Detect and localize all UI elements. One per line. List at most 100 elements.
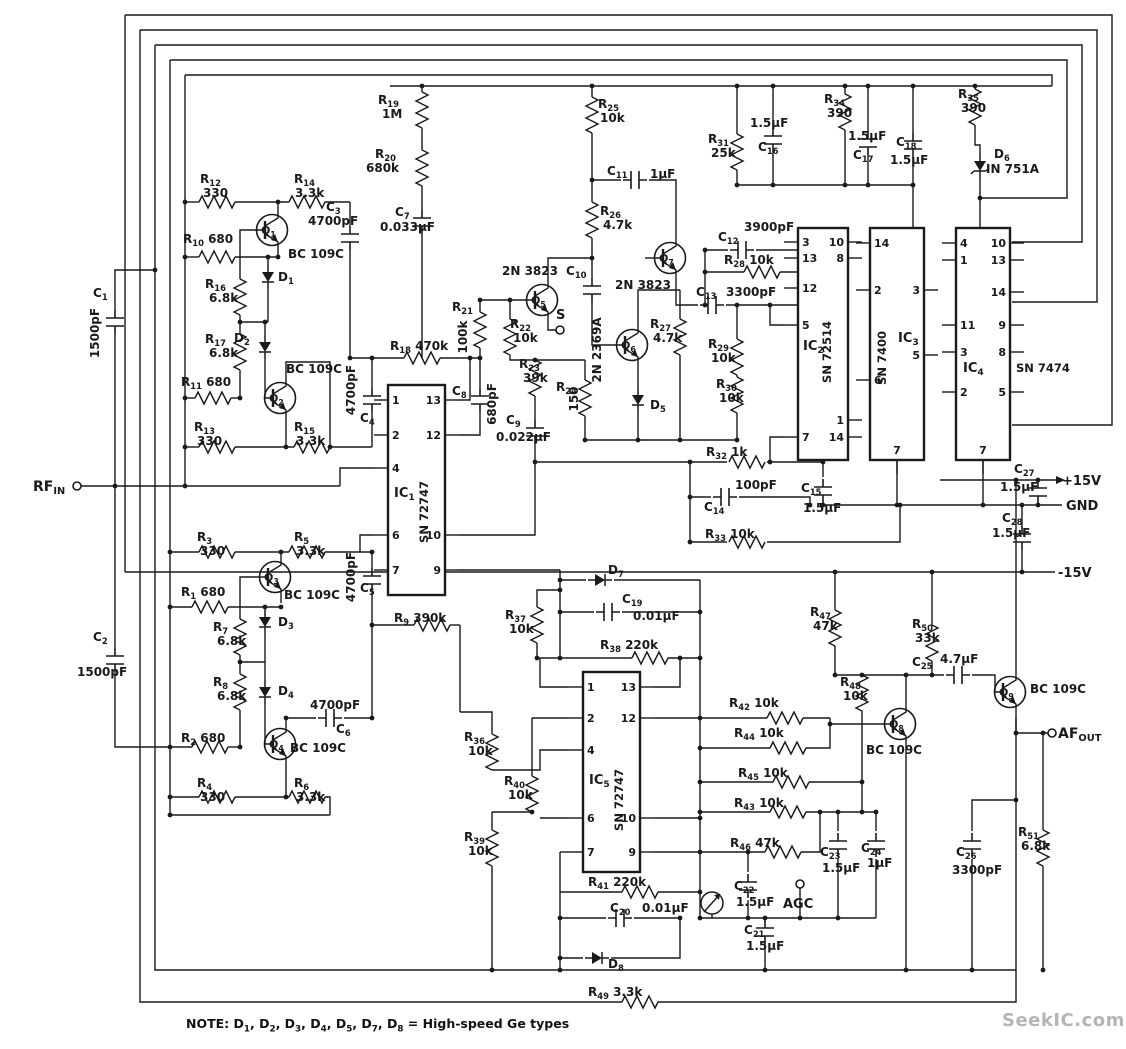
resistor-R12 bbox=[198, 194, 236, 210]
label-BC109C: BC 109C bbox=[284, 588, 340, 602]
label-C20: C20 bbox=[610, 901, 631, 917]
resistor-zigzag bbox=[288, 544, 326, 560]
label-R24: R24 bbox=[556, 380, 577, 396]
label-BC109C: BC 109C bbox=[288, 247, 344, 261]
wire bbox=[539, 658, 569, 688]
capacitor-C17 bbox=[859, 131, 877, 155]
ic-pin-number: 4 bbox=[392, 462, 400, 475]
ic-pin-number: 12 bbox=[802, 282, 817, 295]
terminal-agc bbox=[795, 879, 805, 889]
resistor-R16 bbox=[232, 278, 248, 316]
ic-pin-number: 10 bbox=[426, 529, 442, 542]
resistor-zigzag bbox=[293, 439, 331, 455]
wire bbox=[801, 812, 821, 853]
resistor-zigzag bbox=[529, 606, 545, 644]
ic-pin-number: 12 bbox=[621, 712, 636, 725]
resistor-zigzag bbox=[232, 333, 248, 371]
diode-triangle bbox=[595, 574, 605, 586]
wire bbox=[359, 534, 374, 552]
junction-dot bbox=[167, 744, 173, 750]
label-100k: 100k bbox=[456, 319, 470, 353]
resistor-zigzag bbox=[729, 133, 745, 171]
label-C14: C14 bbox=[704, 500, 725, 516]
label-R4410k: R44 10k bbox=[734, 726, 785, 742]
ic-pin-number: 13 bbox=[621, 681, 636, 694]
resistor-zigzag bbox=[524, 775, 540, 813]
ic-pin-number: 1 bbox=[960, 254, 968, 267]
resistor-R32 bbox=[728, 454, 766, 470]
junction-dot bbox=[557, 955, 563, 961]
capacitor-C19 bbox=[596, 603, 620, 621]
ic-pin-number: 7 bbox=[802, 431, 810, 444]
label-R6: R6 bbox=[294, 776, 309, 792]
label-R21: R21 bbox=[452, 300, 473, 316]
junction-dot bbox=[745, 849, 751, 855]
junction-dot bbox=[969, 967, 975, 973]
label-R38220k: R38 220k bbox=[600, 638, 659, 654]
junction-dot bbox=[1013, 730, 1019, 736]
label-R9390k: R9 390k bbox=[394, 611, 447, 627]
ic-ref: IC4 bbox=[963, 361, 984, 378]
junction-dot bbox=[369, 622, 375, 628]
label-6.8k: 6.8k bbox=[217, 689, 247, 703]
label-R4310k: R43 10k bbox=[734, 796, 785, 812]
label-C21: C21 bbox=[744, 923, 765, 939]
transistor-Q6: Q6 bbox=[615, 319, 649, 371]
diode-D6 bbox=[970, 154, 990, 178]
resistor-R49 bbox=[621, 994, 659, 1010]
junction-dot bbox=[182, 254, 188, 260]
label-1.5µF: 1.5µF bbox=[736, 895, 774, 909]
label-R30: R30 bbox=[716, 377, 737, 393]
plus15v-arrow bbox=[1056, 476, 1065, 484]
label-C24: C24 bbox=[861, 841, 882, 857]
ic-pin-number: 1 bbox=[392, 394, 400, 407]
junction-dot bbox=[347, 355, 353, 361]
junction-dot bbox=[910, 182, 916, 188]
junction-dot bbox=[182, 199, 188, 205]
capacitor-C4 bbox=[363, 388, 381, 412]
junction-dot bbox=[507, 297, 513, 303]
label-680pF: 680pF bbox=[485, 383, 499, 425]
junction-dot bbox=[677, 437, 683, 443]
label-C5: C5 bbox=[360, 581, 375, 597]
capacitor-C11 bbox=[623, 171, 647, 189]
junction-dot bbox=[275, 199, 281, 205]
transistor-Q1: Q1 bbox=[255, 204, 289, 256]
junction-dot bbox=[167, 812, 173, 818]
label-0.022µF: 0.022µF bbox=[496, 430, 551, 444]
wire bbox=[974, 125, 981, 154]
junction-dot bbox=[557, 587, 563, 593]
capacitor-plates bbox=[363, 388, 381, 412]
wire bbox=[637, 289, 680, 319]
wire bbox=[547, 257, 592, 274]
label-BC109C: BC 109C bbox=[286, 362, 342, 376]
watermark: SeekIC.com bbox=[1002, 1010, 1125, 1031]
diode-triangle bbox=[974, 161, 986, 171]
ic-pin-number: 10 bbox=[621, 812, 637, 825]
junction-dot bbox=[697, 809, 703, 815]
label-R29: R29 bbox=[708, 337, 729, 353]
junction-dot bbox=[832, 672, 838, 678]
wire bbox=[739, 496, 811, 505]
diode-D1 bbox=[262, 265, 274, 289]
capacitor-C2 bbox=[106, 648, 124, 672]
ic-pin-number: 14 bbox=[829, 431, 845, 444]
transistor-Q8: Q8 bbox=[883, 698, 917, 750]
wire bbox=[971, 799, 1016, 831]
resistor-R18 bbox=[403, 350, 441, 366]
resistor-zigzag bbox=[577, 379, 593, 417]
ic-pin-number: 11 bbox=[960, 319, 975, 332]
label-4700pF: 4700pF bbox=[344, 365, 358, 415]
ic-part-number: SN 72514 bbox=[820, 321, 834, 383]
resistor-R24 bbox=[577, 379, 593, 417]
label-BC109C: BC 109C bbox=[1030, 682, 1086, 696]
label-10k: 10k bbox=[843, 689, 869, 703]
junction-dot bbox=[112, 483, 118, 489]
junction-dot bbox=[835, 915, 841, 921]
junction-dot bbox=[697, 745, 703, 751]
junction-dot bbox=[182, 483, 188, 489]
junction-dot bbox=[842, 83, 848, 89]
